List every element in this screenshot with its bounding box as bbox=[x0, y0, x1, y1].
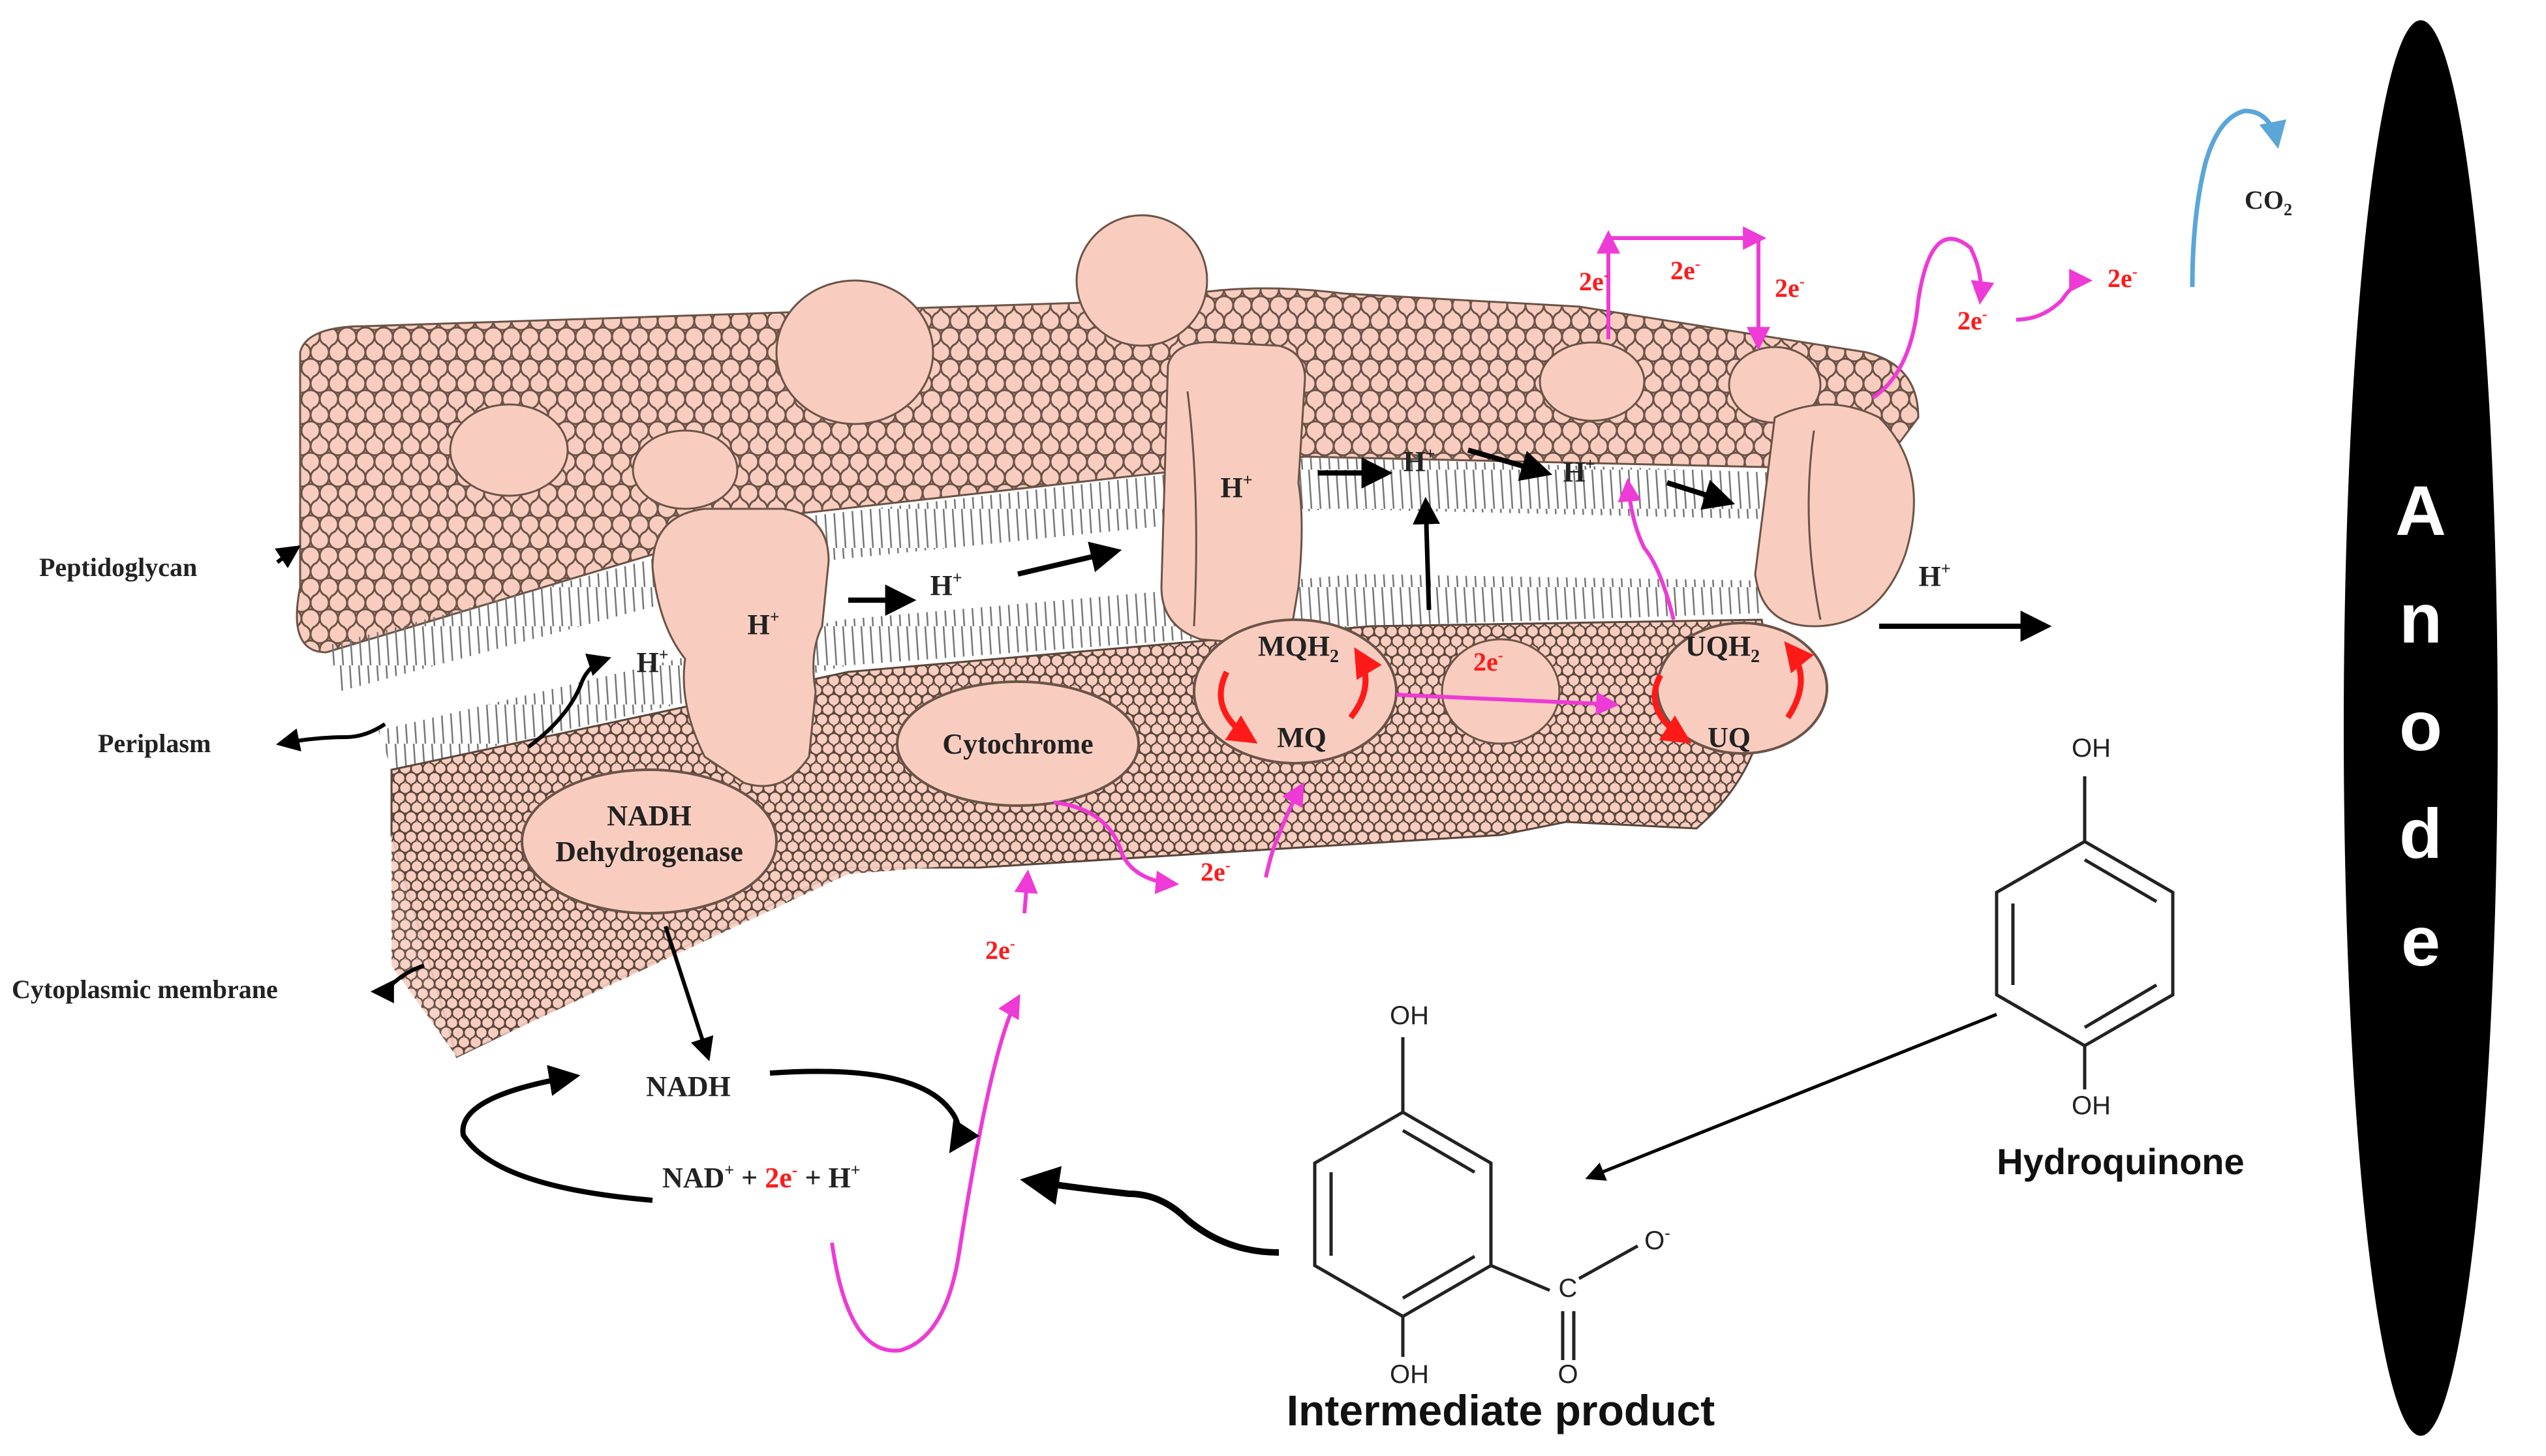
inner-lipid-tails bbox=[378, 574, 1762, 770]
mid-protein bbox=[1441, 638, 1561, 745]
nadh-cycle: NADH NAD+ + 2e- + H+ bbox=[460, 926, 1280, 1256]
h-plus-label: H+ bbox=[930, 568, 962, 601]
mqh2-label: MQH2 bbox=[1258, 630, 1339, 667]
anode-letter: A bbox=[2395, 471, 2446, 550]
electron-label: 2e- bbox=[1957, 306, 1987, 335]
proton-flow: H+ H+ H+ H+ H+ H+ H+ bbox=[527, 444, 2052, 749]
co2-label: CO2 bbox=[2245, 185, 2292, 219]
intermediate-o-minus: O- bbox=[1644, 1223, 1670, 1255]
membrane-structure bbox=[296, 214, 1920, 1059]
cytochrome-label: Cytochrome bbox=[942, 728, 1093, 760]
nadh-label: NADH bbox=[646, 1070, 731, 1102]
peptidoglycan-label: Peptidoglycan bbox=[39, 553, 197, 582]
h-plus-label: H+ bbox=[636, 645, 668, 678]
uqh2-label: UQH2 bbox=[1685, 630, 1760, 667]
nad-reaction-label: NAD+ + 2e- + H+ bbox=[662, 1160, 861, 1194]
periplasm-label: Periplasm bbox=[98, 729, 211, 758]
nadh-dehydrogenase bbox=[521, 768, 778, 915]
electron-label: 2e- bbox=[1579, 267, 1609, 296]
uq-label: UQ bbox=[1708, 721, 1751, 753]
h-plus-label: H+ bbox=[1403, 444, 1435, 478]
h-plus-label: H+ bbox=[1563, 455, 1595, 488]
outer-cytochrome-1 bbox=[1539, 341, 1646, 422]
intermediate-oh-bottom: OH bbox=[1390, 1360, 1429, 1389]
h-plus-label: H+ bbox=[1220, 470, 1252, 504]
proton-channel-1 bbox=[651, 508, 830, 787]
hydroquinone-oh-bottom: OH bbox=[2072, 1091, 2111, 1120]
outer-protein bbox=[449, 403, 569, 497]
cytochrome bbox=[896, 680, 1140, 807]
hydroquinone-caption: Hydroquinone bbox=[1997, 1141, 2245, 1182]
anode-electrode bbox=[2344, 20, 2498, 1436]
intermediate-carbonyl-o: O bbox=[1557, 1360, 1578, 1389]
electron-label: 2e- bbox=[1473, 647, 1503, 676]
co2-release: CO2 bbox=[2190, 108, 2292, 288]
electron-label: 2e- bbox=[2108, 264, 2138, 293]
anode-letter: o bbox=[2399, 686, 2442, 765]
right-end-cap bbox=[1754, 403, 1915, 628]
outer-protein bbox=[775, 279, 934, 425]
anode-letter: d bbox=[2399, 794, 2442, 873]
electron-flow: 2e- 2e- 2e- 2e- 2e- 2e- 2e- 2e- bbox=[830, 226, 2138, 1353]
nadh-dehydrogenase-label-line2: Dehydrogenase bbox=[555, 836, 743, 868]
anode: A n o d e bbox=[2344, 20, 2498, 1436]
protein-labels: NADH Dehydrogenase Cytochrome MQH2 MQ UQ… bbox=[555, 630, 1760, 868]
hydroquinone-structure: OH OH Hydroquinone bbox=[1585, 734, 2245, 1182]
anode-letter: n bbox=[2399, 579, 2442, 658]
structure-labels: Peptidoglycan Periplasm Cytoplasmic memb… bbox=[12, 545, 425, 1004]
anode-letter: e bbox=[2401, 902, 2440, 980]
electron-label: 2e- bbox=[1670, 256, 1700, 285]
intermediate-product-structure: OH OH C O- O Intermediate product bbox=[1287, 1001, 1715, 1434]
h-plus-label: H+ bbox=[1918, 559, 1950, 592]
cytoplasmic-membrane-label: Cytoplasmic membrane bbox=[12, 975, 278, 1004]
nadh-dehydrogenase-label-line1: NADH bbox=[607, 800, 692, 832]
hydroquinone-oh-top: OH bbox=[2072, 734, 2111, 763]
quinone-cycles bbox=[1218, 641, 1815, 744]
mq-label: MQ bbox=[1277, 721, 1327, 753]
h-plus-label: H+ bbox=[747, 607, 779, 641]
electron-label: 2e- bbox=[985, 935, 1015, 965]
intermediate-carboxyl-c: C bbox=[1559, 1274, 1578, 1303]
peptidoglycan-layer bbox=[296, 287, 1920, 654]
outer-protein bbox=[632, 429, 739, 510]
electron-label: 2e- bbox=[1201, 857, 1231, 887]
intermediate-product-caption: Intermediate product bbox=[1287, 1386, 1715, 1434]
proton-channel-2 bbox=[1160, 341, 1306, 645]
electron-label: 2e- bbox=[1775, 273, 1805, 303]
intermediate-oh-top: OH bbox=[1390, 1001, 1429, 1030]
outer-protein bbox=[1075, 214, 1208, 347]
